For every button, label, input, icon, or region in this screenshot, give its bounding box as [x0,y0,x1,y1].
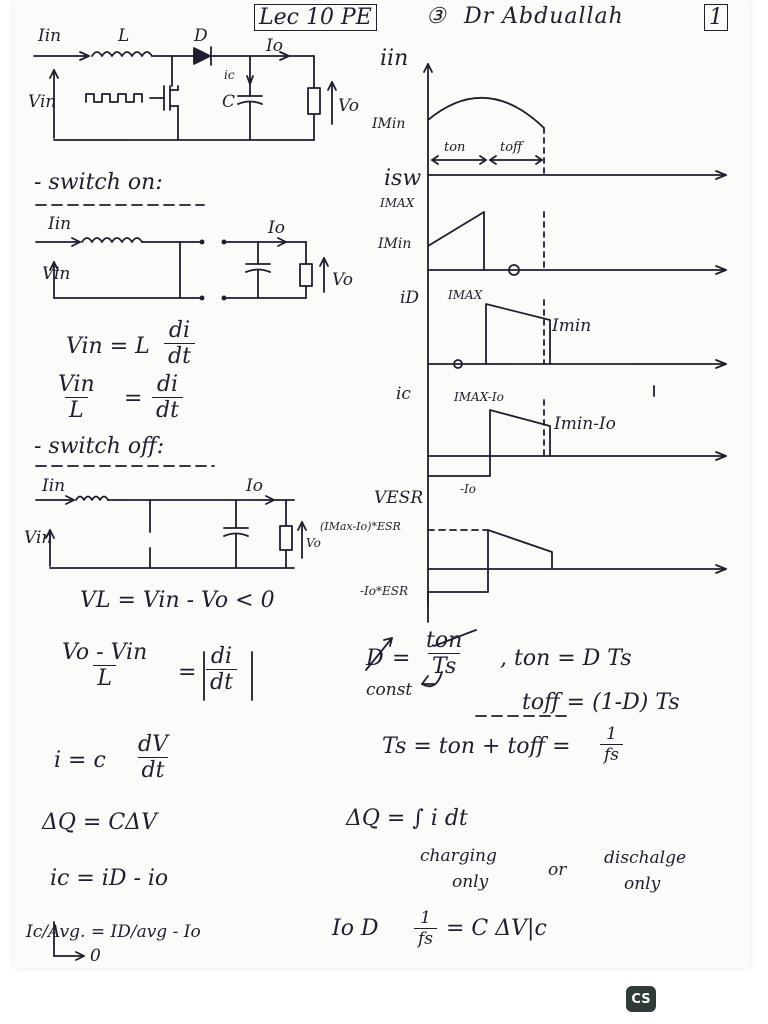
wave-label-imin-sw: IMin [378,236,412,252]
switch-off-circuit [35,495,307,569]
switch-off-iin: Iin [42,476,66,496]
eq-ton-dts: , ton = D Ts [500,646,632,671]
eq-toff-dts: toff = (1-D) Ts [522,690,680,715]
wave-label-ic: ic [396,384,411,404]
eq-delta-q-cv: ΔQ = CΔV [42,810,157,835]
note-discharge: dischalge [604,848,687,868]
eq-one-num: 1 [606,724,617,744]
eq-const-label: const [366,680,413,700]
equation-strokes [53,629,569,961]
wave-label-isw: isw [384,166,422,191]
wave-label-id: iD [400,288,420,308]
switch-off-vin: Vin [24,528,53,548]
label-iin: Iin [38,26,62,46]
eq-c-delta-v: = C ΔV|c [446,916,547,941]
wave-label-toff: toff [500,140,523,155]
eq-ton-num: ton [426,628,463,653]
switch-off-io: Io [246,476,263,496]
notebook-page: Lec 10 PE ③ Dr Abduallah 1 Iin L D Io ic… [14,0,750,968]
eq-abs-di-dt-den: dt [206,669,237,695]
switch-off-vo: Vo [306,536,321,550]
eq-vin-l-num: di [168,318,191,343]
switch-on-vin: Vin [42,264,71,284]
eq-vo-minus-vin-num: Vo - Vin [62,640,148,665]
boost-converter-circuit [33,46,337,141]
eq-vin-l-fraction: di dt [164,318,195,369]
eq-io-one-num: 1 [420,908,431,928]
switch-off-title: - switch off: [34,434,165,459]
wave-label-imin: IMin [372,116,406,132]
label-io: Io [266,36,283,56]
switch-on-title: - switch on: [34,170,163,195]
eq-ic-avg: Ic/Avg. = ID/avg - Io [26,922,201,942]
hand-drawn-figures [33,46,727,961]
label-diode: D [194,26,208,46]
eq-vo-minus-vin-den: L [93,665,116,691]
note-charging: charging [420,846,497,866]
wave-label-imax-sw: IMAX [380,196,415,210]
eq-fs-den: fs [600,744,624,765]
eq-di-dt: di dt [152,372,183,423]
note-only-1: only [452,872,489,892]
eq-di-dt-den: dt [152,397,183,423]
lecture-title: Lec 10 PE [254,4,377,31]
eq-delta-q-integral: ΔQ = ∫ i dt [346,806,468,831]
wave-label-ton: ton [444,140,466,155]
label-capacitor: C [222,92,236,112]
wave-label-vesr-top: (IMax-Io)*ESR [320,520,401,533]
eq-duty-equals: = [392,646,411,671]
eq-vl: VL = Vin - Vo < 0 [80,588,275,613]
label-vin: Vin [28,92,57,112]
eq-vin-over-l: Vin L [54,372,99,423]
switch-on-circuit [35,237,329,301]
switch-on-vo: Vo [332,270,353,290]
eq-vo-minus-vin: Vo - Vin L [58,640,151,691]
eq-equals-1: = [124,386,143,411]
eq-vin-l-den: dt [164,343,195,369]
eq-io-one-over-fs: 1 fs [414,908,438,949]
eq-one-over-fs: 1 fs [600,724,624,765]
switch-on-io: Io [268,218,285,238]
camscanner-logo: CS [626,986,656,1012]
note-or: or [548,860,567,880]
wave-label-imin-d: Imin [552,316,592,336]
switch-on-iin: Iin [48,214,72,234]
eq-io-d: Io D [332,916,379,941]
wave-label-neg-io: -Io [460,482,477,496]
eq-ts-sum: Ts = ton + toff = [382,734,571,759]
wave-label-imax-d: IMAX [448,288,483,302]
eq-ic-avg-zero: 0 [90,946,101,966]
eq-dv-dt: dV dt [134,732,172,783]
eq-di-dt-num: di [156,372,179,397]
eq-ton-over-ts: ton Ts [422,628,466,679]
waveform-axes [423,63,727,623]
eq-vin-l-lhs: Vin = L [66,334,150,359]
eq-ts-den: Ts [427,653,461,679]
label-inductor: L [118,26,130,46]
page-number: 1 [704,4,728,31]
section-number: ③ [426,4,446,29]
eq-io-fs-den: fs [414,928,438,949]
eq-abs-di-dt-num: di [210,644,233,669]
eq-vin-over-l-den: L [65,397,88,423]
note-only-2: only [624,874,661,894]
author-name: Dr Abduallah [464,4,624,29]
wave-label-vesr-bot: -Io*ESR [360,584,409,598]
wave-label-iin: iin [380,46,409,71]
eq-i-c: i = c [54,748,106,773]
label-vo: Vo [338,96,359,116]
eq-vin-over-l-num: Vin [58,372,95,397]
eq-duty-d: D [366,646,384,671]
eq-equals-2: = [178,660,197,685]
eq-dv-dt-num: dV [138,732,168,757]
eq-ic-id-io: ic = iD - io [50,866,169,891]
wave-label-vesr: VESR [374,488,424,508]
eq-abs-di-dt: di dt [206,644,237,695]
wave-label-imin-io: Imin-Io [554,414,616,434]
eq-dv-dt-den: dt [137,757,169,783]
label-ic: ic [224,68,235,82]
wave-label-imax-io: IMAX-Io [454,390,504,404]
